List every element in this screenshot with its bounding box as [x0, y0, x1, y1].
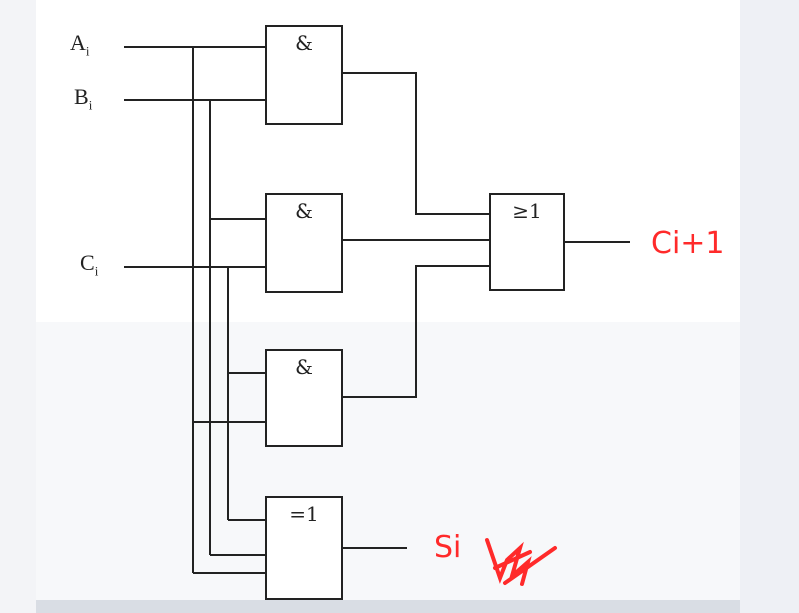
and-gate-1: & — [265, 25, 343, 125]
input-c-text: C — [80, 250, 95, 275]
or-gate: ≥1 — [489, 193, 565, 291]
or-gate-symbol: ≥1 — [512, 199, 542, 223]
and-gate-3: & — [265, 349, 343, 447]
and-gate-2: & — [265, 193, 343, 293]
and-gate-3-symbol: & — [295, 355, 313, 379]
and-gate-2-symbol: & — [295, 199, 313, 223]
input-a-text: A — [70, 30, 86, 55]
carry-output-label: Ci+1 — [651, 226, 725, 261]
input-c-subscript: i — [94, 263, 99, 279]
input-label-a: Ai — [70, 30, 90, 59]
and-gate-1-symbol: & — [295, 31, 313, 55]
input-label-c: Ci — [80, 250, 98, 279]
input-label-b: Bi — [74, 84, 92, 113]
sum-output-label: Si — [434, 530, 462, 565]
input-b-subscript: i — [88, 97, 93, 113]
input-b-text: B — [74, 84, 89, 109]
xor-gate-symbol: =1 — [289, 502, 319, 526]
xor-gate: =1 — [265, 496, 343, 600]
input-a-subscript: i — [85, 43, 90, 59]
